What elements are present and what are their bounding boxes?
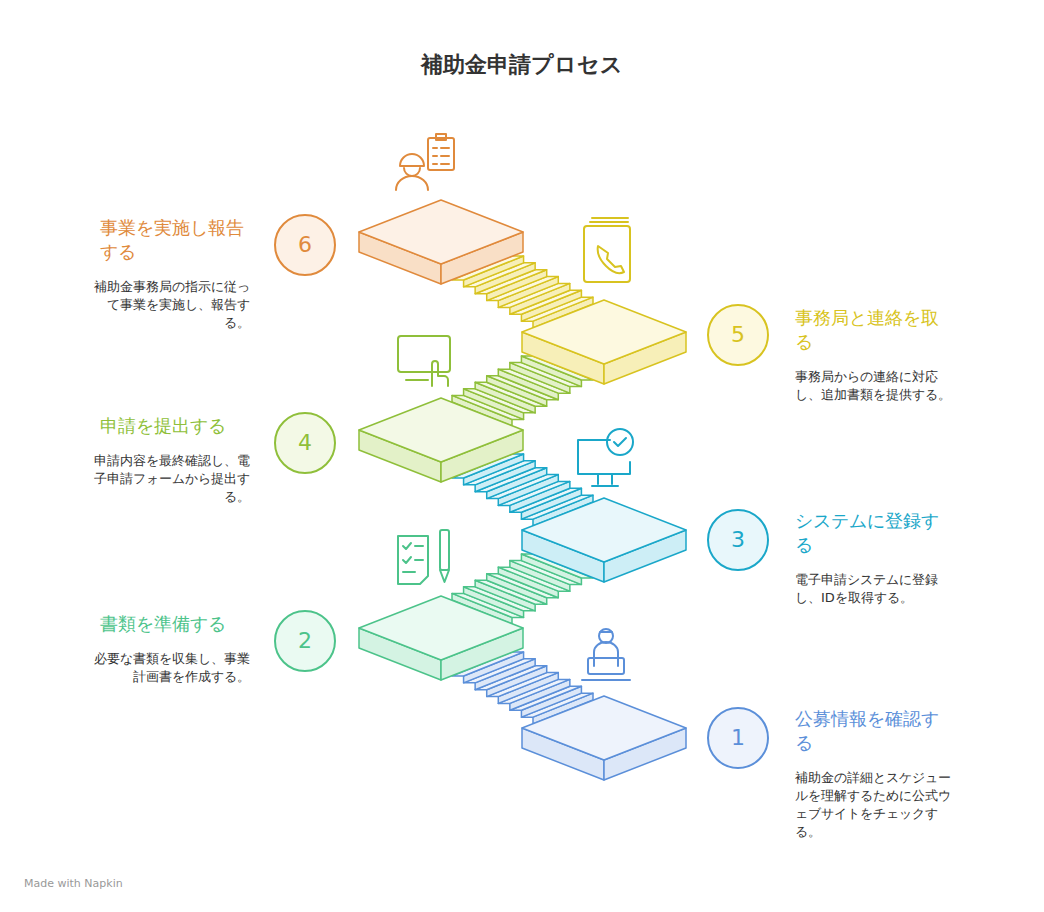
step-node: 2 書類を準備する必要な書類を収集し、事業計画書を作成する。 — [80, 609, 336, 686]
checklist-icon — [398, 530, 449, 584]
step-number: 1 — [707, 707, 769, 769]
step-node: 6 事業を実施し報告する補助金事務局の指示に従って事業を実施し、報告する。 — [80, 213, 336, 332]
step-number: 4 — [274, 412, 336, 474]
phone-book-icon — [584, 218, 630, 282]
step-heading: システムに登録する — [795, 509, 945, 557]
step-number: 5 — [707, 304, 769, 366]
step-node: 5 事務局と連絡を取る事務局からの連絡に対応し、追加書類を提供する。 — [706, 303, 963, 404]
step-description: 補助金事務局の指示に従って事業を実施し、報告する。 — [82, 278, 250, 332]
monitor-icon — [578, 429, 633, 486]
step-heading: 事業を実施し報告する — [100, 216, 250, 264]
step-description: 電子申請システムに登録し、IDを取得する。 — [795, 571, 963, 607]
platform-top — [522, 498, 686, 562]
step-description: 必要な書類を収集し、事業計画書を作成する。 — [82, 650, 250, 686]
step-heading: 公募情報を確認する — [795, 707, 945, 755]
step-number: 3 — [707, 509, 769, 571]
platform-top — [359, 200, 523, 264]
step-heading: 書類を準備する — [100, 612, 250, 636]
touch-screen-icon — [398, 336, 450, 386]
stairs — [359, 200, 686, 780]
laptop-user-icon — [582, 629, 630, 680]
platform-top — [359, 596, 523, 660]
platform-top — [522, 696, 686, 760]
step-description: 補助金の詳細とスケジュールを理解するために公式ウェブサイトをチェックする。 — [795, 769, 963, 841]
watermark: Made with Napkin — [24, 877, 123, 890]
worker-icon — [396, 134, 454, 190]
step-node: 4 申請を提出する申請内容を最終確認し、電子申請フォームから提出する。 — [80, 411, 336, 506]
step-node: 3 システムに登録する電子申請システムに登録し、IDを取得する。 — [706, 508, 963, 607]
step-number: 6 — [274, 214, 336, 276]
step-heading: 申請を提出する — [100, 414, 250, 438]
step-description: 申請内容を最終確認し、電子申請フォームから提出する。 — [82, 452, 250, 506]
step-heading: 事務局と連絡を取る — [795, 306, 945, 354]
platform-top — [359, 398, 523, 462]
step-description: 事務局からの連絡に対応し、追加書類を提供する。 — [795, 368, 963, 404]
title: 補助金申請プロセス — [0, 50, 1044, 80]
platform-top — [522, 300, 686, 364]
step-node: 1 公募情報を確認する補助金の詳細とスケジュールを理解するために公式ウェブサイトを… — [706, 706, 963, 841]
step-number: 2 — [274, 610, 336, 672]
